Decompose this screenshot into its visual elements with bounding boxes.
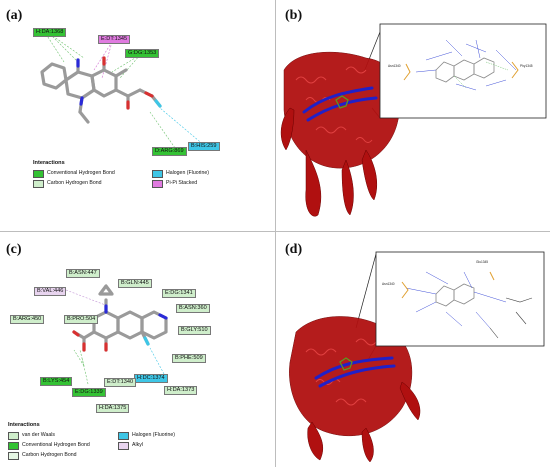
inset-label-asn1340: Asn1340 — [382, 282, 395, 286]
residue-h-da-1368: H:DA:1368 — [33, 28, 67, 37]
panel-a: (a) — [0, 0, 275, 231]
legend-swatch — [8, 442, 19, 450]
legend-label: Halogen (Fluorine) — [132, 432, 175, 438]
residue-h-da-1375: H:DA:1375 — [96, 404, 130, 413]
legend-swatch — [33, 170, 44, 178]
residue-b-gly-510: B:GLY:510 — [178, 326, 211, 335]
legend-swatch — [152, 170, 163, 178]
residue-b-gln-445: B:GLN:445 — [118, 279, 152, 288]
panel-d: (d) — [276, 232, 550, 467]
legend-swatch — [8, 432, 19, 440]
legend-swatch — [152, 180, 163, 188]
residue-h-da-1373: H:DA:1373 — [164, 386, 198, 395]
legend-swatch — [8, 452, 19, 460]
residue-e-dt-1340: E:DT:1340 — [104, 378, 137, 387]
legend-swatch — [118, 442, 129, 450]
residue-g-dg-1353: G:DG:1353 — [125, 49, 160, 58]
inset-label-asn1340: Asn1340 — [388, 64, 401, 68]
panel-c-interaction-diagram — [65, 284, 168, 385]
residue-e-dg-1341: E:DG:1341 — [162, 289, 196, 298]
residue-b-his-259: B:HIS:259 — [188, 142, 220, 151]
residue-b-asn-360: B:ASN:360 — [176, 304, 210, 313]
panel-c: (c) — [0, 232, 275, 467]
residue-d-arg-869: D:ARG:869 — [152, 147, 187, 156]
residue-b-arg-450: B:ARG:450 — [10, 315, 45, 324]
legend-swatch — [118, 432, 129, 440]
panel-a-label: (a) — [6, 8, 23, 23]
panel-divider-horizontal — [0, 231, 550, 232]
panel-d-label: (d) — [285, 242, 303, 257]
inset-label-phy1345: Phy1345 — [520, 64, 533, 68]
legend-label: Alkyl — [132, 442, 143, 448]
residue-b-pro-504: B:PRO:504 — [64, 315, 99, 324]
panel-divider-vertical — [275, 0, 276, 467]
legend-label: Carbon Hydrogen Bond — [22, 452, 77, 458]
legend-label: Conventional Hydrogen Bond — [47, 170, 115, 176]
residue-b-asn-447: B:ASN:447 — [66, 269, 100, 278]
residue-b-lys-454: B:LYS:454 — [40, 377, 73, 386]
residue-b-phe-509: B:PHE:509 — [172, 354, 206, 363]
legend-swatch — [33, 180, 44, 188]
legend-label: Carbon Hydrogen Bond — [47, 180, 102, 186]
residue-h-dc-1374: H:DC:1374 — [134, 374, 168, 383]
panel-d-protein-dna-render — [289, 251, 545, 463]
panel-b-protein-dna-render — [280, 23, 547, 217]
panel-b: (b) — [276, 0, 550, 231]
residue-e-dt-1345: E:DT:1345 — [98, 35, 131, 44]
panel-b-label: (b) — [285, 8, 303, 23]
panel-a-legend-title: Interactions — [33, 160, 65, 166]
legend-label: Conventional Hydrogen Bond — [22, 442, 90, 448]
legend-label: van der Waals — [22, 432, 55, 438]
panel-c-legend-title: Interactions — [8, 422, 40, 428]
inset-label-glu1345: Glu1345 — [476, 260, 489, 264]
panel-a-interaction-diagram — [40, 33, 206, 149]
residue-e-dg-1339: E:DG:1339 — [72, 388, 106, 397]
panel-c-label: (c) — [6, 242, 22, 257]
legend-label: Halogen (Fluorine) — [166, 170, 209, 176]
residue-b-val-446: B:VAL:446 — [34, 287, 67, 296]
legend-label: Pi-Pi Stacked — [166, 180, 198, 186]
